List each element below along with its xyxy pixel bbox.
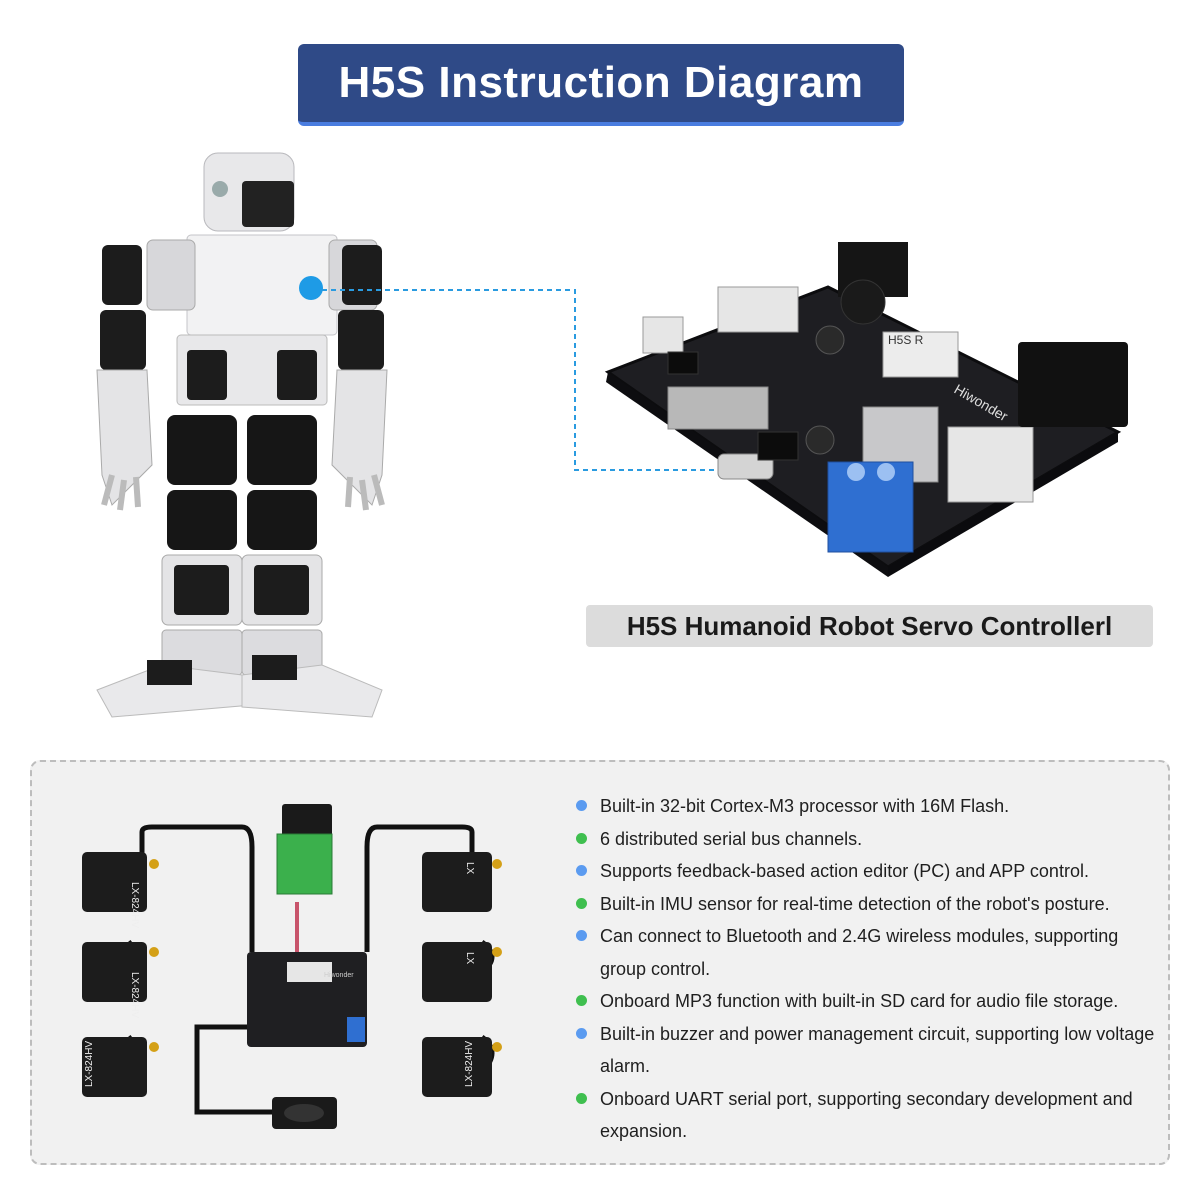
bullet-dot-icon (576, 995, 587, 1006)
servo-left-1: LX-824HV (82, 852, 159, 928)
feature-item: 6 distributed serial bus channels. (572, 823, 1162, 856)
bullet-dot-icon (576, 800, 587, 811)
svg-text:LX-824HV: LX-824HV (84, 1041, 95, 1087)
svg-text:LX: LX (464, 952, 475, 965)
svg-text:LX-824HV: LX-824HV (464, 1041, 475, 1087)
page-title: H5S Instruction Diagram (338, 58, 864, 107)
servo-left-3: LX-824HV (82, 1037, 159, 1097)
feature-item: Built-in IMU sensor for real-time detect… (572, 888, 1162, 921)
features-panel: LX-824HV LX-824HV LX-824HV LX LX LX-824H… (30, 760, 1170, 1165)
title-banner: H5S Instruction Diagram (298, 44, 904, 126)
feature-list: Built-in 32-bit Cortex-M3 processor with… (572, 790, 1162, 1148)
svg-text:Hiwonder: Hiwonder (324, 972, 354, 979)
feature-item: Onboard UART serial port, supporting sec… (572, 1083, 1162, 1148)
bullet-dot-icon (576, 1092, 587, 1104)
feature-item: Built-in buzzer and power management cir… (572, 1018, 1162, 1083)
feature-item: Onboard MP3 function with built-in SD ca… (572, 985, 1162, 1018)
servo-right-2: LX (422, 942, 502, 1002)
feature-item: Built-in 32-bit Cortex-M3 processor with… (572, 790, 1162, 823)
feature-text: Built-in buzzer and power management cir… (600, 1023, 1155, 1077)
caption-text: H5S Humanoid Robot Servo Controllerl (626, 610, 1113, 641)
bullet-dot-icon (576, 897, 587, 909)
svg-text:LX-824HV: LX-824HV (129, 972, 140, 1018)
controller-marker-dot (299, 276, 323, 300)
svg-text:LX-824HV: LX-824HV (129, 882, 140, 928)
feature-text: Built-in IMU sensor for real-time detect… (600, 893, 1110, 914)
bullet-dot-icon (576, 865, 587, 876)
bullet-dot-icon (576, 1027, 587, 1039)
wiring-diagram: LX-824HV LX-824HV LX-824HV LX LX LX-824H… (82, 804, 502, 1129)
feature-item: Supports feedback-based action editor (P… (572, 855, 1162, 888)
humanoid-robot-image (96, 152, 388, 718)
feature-text: Onboard MP3 function with built-in SD ca… (600, 991, 1119, 1011)
feature-text: Onboard UART serial port, supporting sec… (600, 1088, 1133, 1142)
board-caption: H5S Humanoid Robot Servo Controllerl (586, 605, 1153, 647)
bullet-dot-icon (576, 832, 587, 844)
feature-text: Supports feedback-based action editor (P… (600, 861, 1089, 881)
svg-text:LX: LX (464, 862, 475, 875)
feature-text: Can connect to Bluetooth and 2.4G wirele… (600, 926, 1119, 979)
controller-board-image: H5S R Hiwonder (604, 242, 1128, 577)
feature-text: Built-in 32-bit Cortex-M3 processor with… (600, 796, 1010, 816)
bullet-dot-icon (576, 930, 587, 941)
feature-item: Can connect to Bluetooth and 2.4G wirele… (572, 920, 1162, 985)
feature-text: 6 distributed serial bus channels. (600, 828, 863, 849)
board-model-label: H5S R (888, 333, 924, 347)
servo-right-1: LX (422, 852, 502, 912)
servo-right-3: LX-824HV (422, 1037, 502, 1097)
servo-left-2: LX-824HV (82, 942, 159, 1018)
